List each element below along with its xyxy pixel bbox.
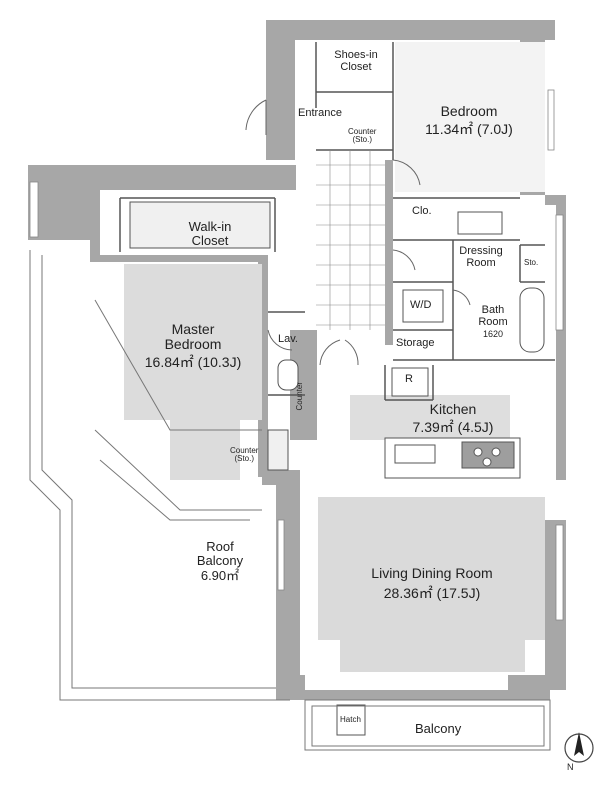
fixtures [129,201,545,736]
closet-shelf [129,201,271,249]
balcony-label: Balcony [415,721,462,736]
door-swings [245,99,471,366]
vertical-counter-label: Counter [295,382,304,411]
counter-storage [267,429,289,471]
master-bedroom-fill [124,264,262,480]
storage-label: Storage [396,337,435,349]
entrance-tiles [316,150,385,330]
bathtub [519,287,545,353]
roof-balcony-outline [29,250,290,701]
storage-sto-label: Sto. [524,258,539,267]
master-counter-label: Counter(Sto.) [230,446,259,464]
washer-dryer-label: W/D [410,299,432,311]
vanity [457,211,503,235]
closet-label: Clo. [412,205,432,217]
washer-dryer [402,289,444,323]
north-letter: N [567,762,574,772]
sink [394,444,436,464]
hatch-label: Hatch [340,715,361,724]
refrigerator-label: R [405,373,413,385]
lavatory-label: Lav. [278,333,298,345]
bedroom-fill [395,42,545,192]
refrigerator [391,367,429,397]
partitions [119,42,555,401]
entrance-counter-label: Counter(Sto.) [348,127,377,145]
living-dining-fill [318,497,545,672]
kitchen-fill [350,395,510,440]
balcony-outline [304,699,551,751]
north-arrow-icon: N [564,732,594,772]
entrance-label: Entrance [298,107,343,119]
windows [29,89,564,621]
hatch [336,704,366,736]
toilet [277,359,299,391]
